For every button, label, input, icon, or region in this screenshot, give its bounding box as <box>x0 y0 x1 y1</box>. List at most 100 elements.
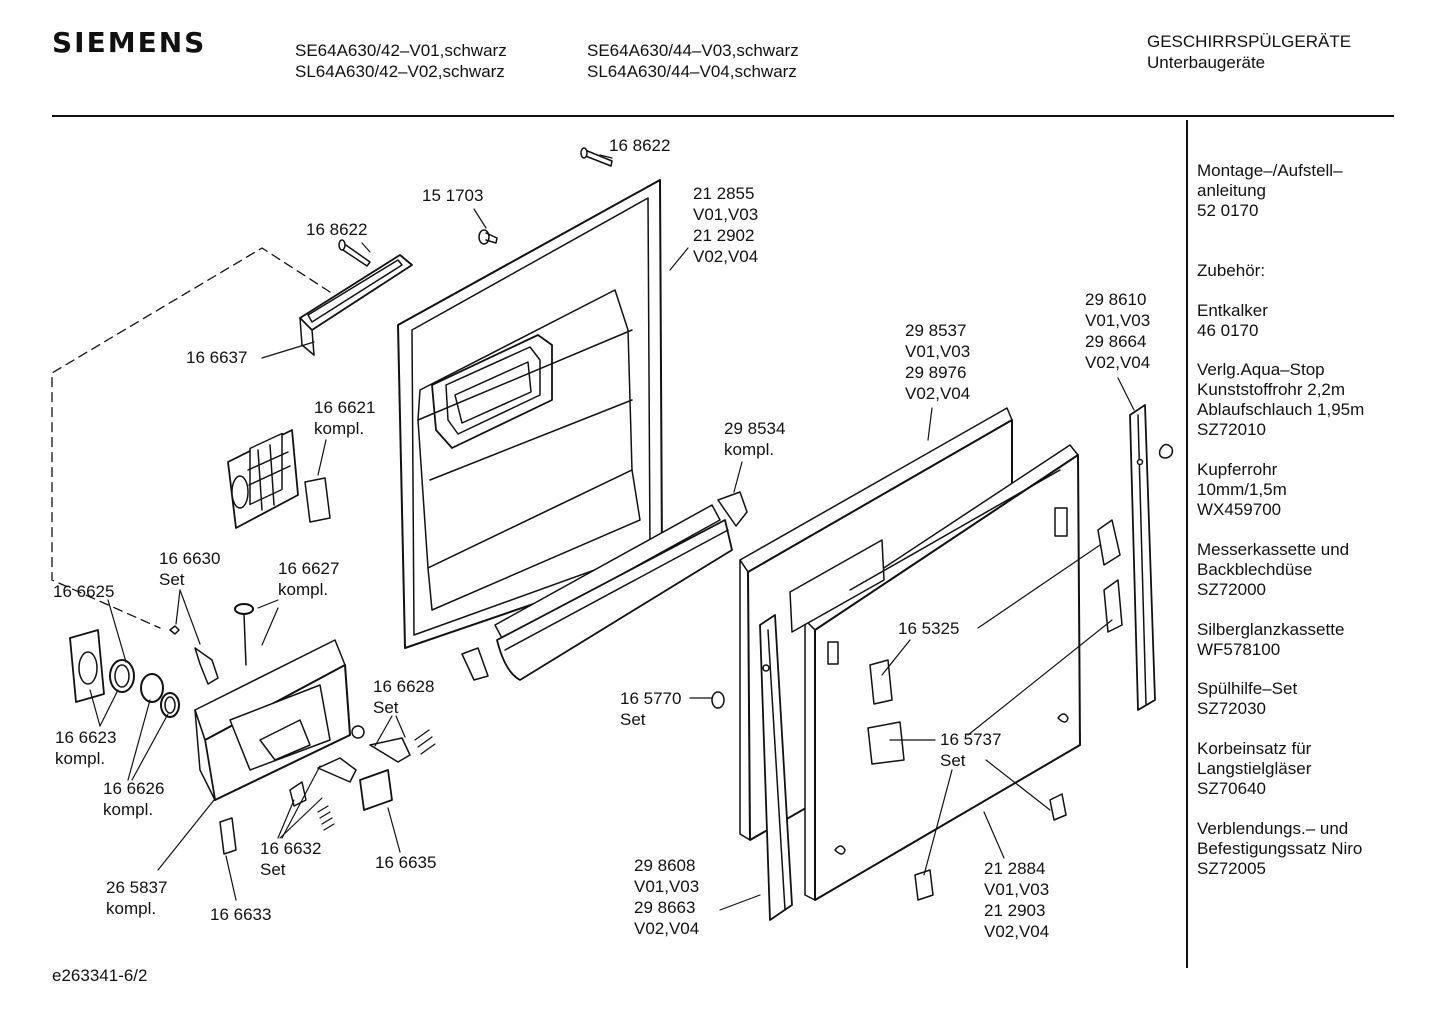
part-label: 16 6628 Set <box>373 676 434 718</box>
document-id: e263341-6/2 <box>52 966 148 985</box>
part-variant: V02,V04 <box>984 922 1050 941</box>
brand-logo: SIEMENS <box>52 26 207 59</box>
part-number: 29 8663 <box>634 898 696 917</box>
part-number: 29 8534 <box>724 419 786 438</box>
part-variant: V01,V03 <box>634 877 700 896</box>
part-number: 16 6632 <box>260 839 322 858</box>
sidebar-line: Messerkassette und <box>1197 540 1350 559</box>
part-label: 16 6626 kompl. <box>103 778 164 820</box>
part-number: 16 6635 <box>375 853 437 872</box>
sidebar-spuelhilfe: Spülhilfe–Set SZ72030 <box>1197 679 1427 719</box>
part-variant: V02,V04 <box>1085 353 1151 372</box>
part-variant: V01,V03 <box>693 205 759 224</box>
part-label: 16 6633 <box>210 904 271 925</box>
part-number: 16 8622 <box>306 220 368 239</box>
part-variant: V02,V04 <box>693 247 759 266</box>
sidebar-line: Befestigungssatz Niro <box>1197 839 1363 858</box>
part-number: 16 5737 <box>940 730 1002 749</box>
sidebar-line: Montage–/Aufstell– <box>1197 161 1343 180</box>
part-label: 15 1703 <box>422 185 483 206</box>
part-number: 16 6637 <box>186 348 248 367</box>
part-label: 21 2855 V01,V03 21 2902 V02,V04 <box>693 183 758 267</box>
part-label: 16 6630 Set <box>159 548 220 590</box>
sidebar-line: Backblechdüse <box>1197 560 1313 579</box>
sidebar-line: Verlg.Aqua–Stop <box>1197 360 1325 379</box>
part-number: 15 1703 <box>422 186 484 205</box>
part-label: 29 8608 V01,V03 29 8663 V02,V04 <box>634 855 699 939</box>
sidebar-entkalker: Entkalker 46 0170 <box>1197 301 1427 341</box>
sidebar-line: WF578100 <box>1197 640 1281 659</box>
sidebar-line: 52 0170 <box>1197 201 1259 220</box>
part-label: 16 8622 <box>306 219 367 240</box>
sidebar-line: Ablaufschlauch 1,95m <box>1197 400 1365 419</box>
model-list-left: SE64A630/42–V01,schwarz SL64A630/42–V02,… <box>295 40 507 82</box>
part-variant: Set <box>260 860 286 879</box>
sidebar-line: anleitung <box>1197 181 1267 200</box>
sidebar-line: Silberglanzkassette <box>1197 620 1345 639</box>
part-number: 16 6630 <box>159 549 221 568</box>
sidebar-zubehoer: Zubehör: <box>1197 261 1266 280</box>
part-number: 16 6633 <box>210 905 272 924</box>
model-line: SE64A630/42–V01,schwarz <box>295 41 507 60</box>
part-variant: Set <box>620 710 646 729</box>
sidebar-line: SZ72005 <box>1197 859 1266 878</box>
part-label: 29 8610 V01,V03 29 8664 V02,V04 <box>1085 289 1150 373</box>
screw-small <box>478 229 498 245</box>
part-label: 16 5325 <box>898 618 959 639</box>
part-number: 16 6626 <box>103 779 165 798</box>
small-parts <box>169 603 436 855</box>
model-line: SE64A630/44–V03,schwarz <box>587 41 799 60</box>
control-panel-housing <box>194 639 351 801</box>
part-number: 21 2884 <box>984 859 1046 878</box>
part-number: 16 5325 <box>898 619 960 638</box>
sidebar-line: SZ72010 <box>1197 420 1266 439</box>
sidebar-line: Langstielgläser <box>1197 759 1312 778</box>
part-variant: kompl. <box>55 749 106 768</box>
part-number: 16 6623 <box>55 728 117 747</box>
header-divider <box>52 115 1394 117</box>
category-title: GESCHIRRSPÜLGERÄTE <box>1147 32 1352 51</box>
part-number: 29 8537 <box>905 321 967 340</box>
part-number: 29 8610 <box>1085 290 1147 309</box>
part-number: 16 6625 <box>53 582 115 601</box>
part-number: 16 6628 <box>373 677 435 696</box>
sidebar-line: WX459700 <box>1197 500 1282 519</box>
part-number: 16 6621 <box>314 398 376 417</box>
screw-left <box>338 239 371 267</box>
dispenser-cover <box>227 429 331 529</box>
sidebar-line: SZ72030 <box>1197 699 1266 718</box>
category-subtitle: Unterbaugeräte <box>1147 53 1266 72</box>
sidebar-montage: Montage–/Aufstell– anleitung 52 0170 <box>1197 161 1427 221</box>
part-number: 16 8622 <box>609 136 671 155</box>
part-label: 16 6635 <box>375 852 436 873</box>
hinge-brackets <box>711 519 1123 901</box>
leader-lines <box>89 154 1135 911</box>
sidebar-line: Korbeinsatz für <box>1197 739 1312 758</box>
part-variant: V02,V04 <box>634 919 700 938</box>
part-variant: kompl. <box>724 440 775 459</box>
sidebar-line: Kunststoffrohr 2,2m <box>1197 380 1346 399</box>
model-line: SL64A630/44–V04,schwarz <box>587 62 797 81</box>
part-label: 16 6637 <box>186 347 247 368</box>
part-variant: V01,V03 <box>905 342 971 361</box>
part-variant: Set <box>159 570 185 589</box>
sidebar-korbeinsatz: Korbeinsatz für Langstielgläser SZ70640 <box>1197 739 1427 799</box>
part-number: 29 8976 <box>905 363 967 382</box>
side-trim-left <box>759 614 793 921</box>
part-variant: V01,V03 <box>1085 311 1151 330</box>
side-trim-right <box>1129 404 1174 711</box>
part-variant: Set <box>373 698 399 717</box>
part-label: 16 6621 kompl. <box>314 397 375 439</box>
sidebar-messer: Messerkassette und Backblechdüse SZ72000 <box>1197 540 1427 600</box>
program-knob-parts <box>69 629 180 718</box>
sidebar-line: 46 0170 <box>1197 321 1259 340</box>
part-label: 16 5737 Set <box>940 729 1001 771</box>
sidebar-kupferrohr: Kupferrohr 10mm/1,5m WX459700 <box>1197 460 1427 520</box>
part-variant: kompl. <box>314 419 365 438</box>
sidebar-line: SZ72000 <box>1197 580 1266 599</box>
part-label: 16 8622 <box>609 135 670 156</box>
part-number: 29 8608 <box>634 856 696 875</box>
part-variant: kompl. <box>106 899 157 918</box>
screw-top <box>580 147 613 167</box>
part-variant: kompl. <box>103 800 154 819</box>
